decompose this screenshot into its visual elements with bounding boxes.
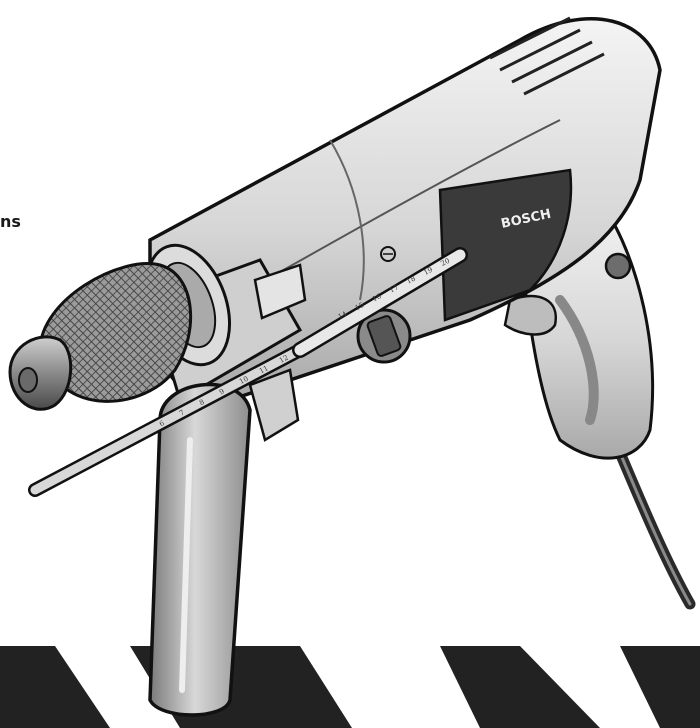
depth-scale-upper-labels: 14 15 16 17 18 19 20 [337, 257, 451, 321]
air-vents [489, 16, 605, 96]
depth-scale-rod-labels: 6 7 8 9 10 11 12 [158, 354, 290, 429]
trigger [503, 294, 558, 336]
depth-scale-number: 19 [422, 266, 434, 277]
depth-scale-number: 12 [278, 354, 290, 365]
depth-gauge-rod [28, 247, 468, 497]
brand-panel [438, 168, 573, 322]
depth-stop-thumbscrew [248, 368, 300, 442]
keyless-chuck [38, 262, 193, 403]
depth-scale-number: 6 [158, 419, 166, 428]
depth-scale-number: 10 [238, 375, 250, 386]
depth-scale-number: 11 [258, 364, 270, 375]
depth-scale-number: 9 [218, 387, 226, 396]
depth-scale-number: 20 [440, 257, 452, 268]
depth-scale-number: 18 [405, 274, 417, 285]
chuck-nose [8, 335, 73, 411]
depth-scale-number: 17 [388, 283, 400, 294]
depth-scale-number: 7 [178, 408, 186, 417]
cropped-label-text: ns [0, 212, 21, 231]
depth-stop-clamp [253, 263, 307, 320]
depth-scale-number: 15 [354, 301, 366, 312]
side-lock-button [604, 252, 632, 280]
depth-scale-number: 14 [337, 310, 349, 321]
hazard-stripe-band [0, 646, 700, 728]
depth-scale-number: 16 [371, 292, 383, 303]
aux-handle [148, 382, 252, 717]
depth-scale-number: 8 [198, 398, 206, 407]
